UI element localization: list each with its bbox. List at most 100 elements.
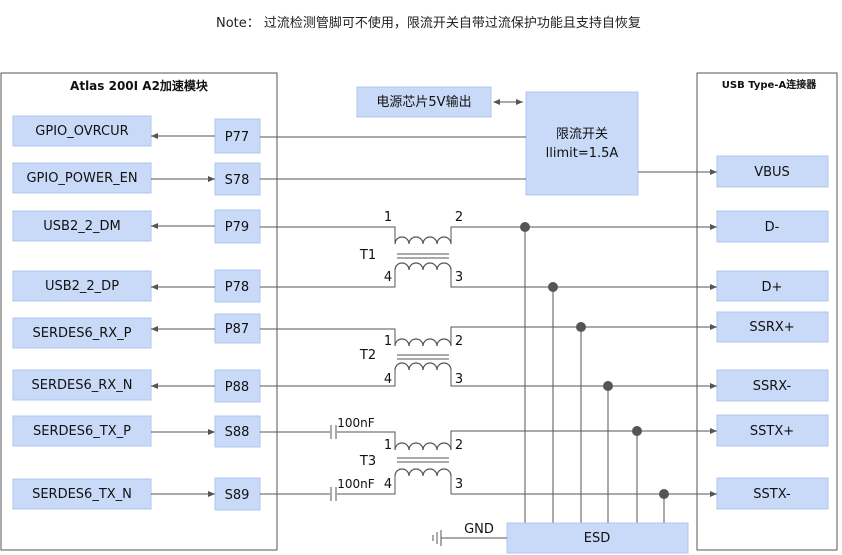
signal-label: SERDES6_RX_N <box>32 378 133 393</box>
esd-box <box>506 522 689 554</box>
coil <box>394 442 452 451</box>
pin-number: 1 <box>384 334 392 349</box>
junction-dot <box>659 489 669 499</box>
connector-pin-box <box>716 155 829 188</box>
signal-label: SERDES6_RX_P <box>32 326 131 341</box>
pin-number: 3 <box>455 372 463 387</box>
wire <box>260 370 396 387</box>
pin-number: 3 <box>455 270 463 285</box>
left-signal-boxes: GPIO_OVRCUR GPIO_POWER_EN USB2_2_DM USB2… <box>12 115 152 510</box>
pin-label: S78 <box>225 173 250 188</box>
right-connector-title: USB Type-A连接器 <box>722 78 817 91</box>
wire <box>450 428 717 450</box>
transformer-t1: 1 2 4 3 T1 <box>260 210 717 290</box>
signal-label: SERDES6_TX_P <box>33 424 131 439</box>
pin-box <box>214 209 261 244</box>
connector-pin-box <box>716 477 829 510</box>
signal-label: GPIO_OVRCUR <box>35 124 128 139</box>
connector-pin-label: SSRX- <box>753 379 792 394</box>
connector-pin-box <box>716 270 829 302</box>
wire <box>450 370 717 389</box>
signal-box <box>12 162 152 194</box>
coil <box>394 362 452 371</box>
pin-number: 3 <box>455 477 463 492</box>
connector-pin-label: SSTX- <box>753 487 791 502</box>
wire <box>450 270 717 290</box>
esd-label: ESD <box>584 531 610 546</box>
signal-box <box>12 369 152 401</box>
power-source-box <box>356 86 492 118</box>
capacitor-label: 100nF <box>337 477 375 491</box>
wire <box>337 476 396 495</box>
pin-number: 2 <box>455 438 463 453</box>
limit-switch-current: llimit=1.5A <box>546 146 619 161</box>
note-text: Note： 过流检测管脚可不使用，限流开关自带过流保护功能且支持自恢复 <box>216 15 641 31</box>
power-source-label: 电源芯片5V输出 <box>376 94 471 110</box>
pin-number: 1 <box>384 438 392 453</box>
pin-label: S88 <box>225 425 250 440</box>
transformer-label: T2 <box>359 348 376 363</box>
connector-pin-box <box>716 311 829 343</box>
signal-box <box>12 115 152 147</box>
connector-pin-label: D- <box>765 220 780 235</box>
pin-number: 4 <box>384 372 392 387</box>
left-module-title: Atlas 200I A2加速模块 <box>70 78 209 93</box>
coil <box>394 338 452 347</box>
capacitor-label: 100nF <box>337 416 375 430</box>
wire <box>450 324 717 346</box>
left-arrows <box>151 133 215 497</box>
connector-pin-label: SSTX+ <box>750 424 794 439</box>
limit-switch-box <box>525 91 639 196</box>
signal-label: SERDES6_TX_N <box>32 487 132 502</box>
junction-dot <box>520 222 530 232</box>
pin-label: S89 <box>225 488 250 503</box>
wire <box>260 226 396 244</box>
coil <box>394 468 452 477</box>
pin-boxes: P77 S78 P79 P78 P87 P88 S88 S89 <box>214 118 261 511</box>
signal-label: USB2_2_DM <box>43 219 120 234</box>
wire <box>450 224 717 244</box>
pin-box <box>214 269 261 303</box>
transformer-label: T3 <box>359 454 376 469</box>
pin-label: P77 <box>225 130 249 145</box>
gnd-label: GND <box>464 522 494 537</box>
pin-box <box>214 118 261 154</box>
pin-number: 4 <box>384 270 392 285</box>
pin-label: P87 <box>225 322 249 337</box>
connector-pin-label: VBUS <box>754 165 790 180</box>
wire <box>337 431 396 450</box>
pin-box <box>214 477 261 511</box>
limit-switch-label: 限流开关 <box>556 127 608 142</box>
pin-label: P78 <box>225 280 249 295</box>
transformer-label: T1 <box>359 248 376 263</box>
connector-pin-label: SSRX+ <box>749 320 794 335</box>
signal-label: GPIO_POWER_EN <box>26 171 137 186</box>
wire <box>260 328 396 346</box>
coil <box>394 236 452 245</box>
signal-label: USB2_2_DP <box>45 279 119 294</box>
signal-box <box>12 210 152 242</box>
transformer-t2: 1 2 4 3 T2 <box>260 324 717 389</box>
signal-box <box>12 478 152 510</box>
connector-pin-label: D+ <box>762 280 783 295</box>
junction-dot <box>548 282 558 292</box>
junction-dot <box>632 426 642 436</box>
pin-label: P79 <box>225 220 249 235</box>
coil <box>394 262 452 271</box>
ground-icon <box>432 530 442 546</box>
junction-dot <box>576 322 586 332</box>
wire <box>450 476 717 497</box>
junction-dot <box>603 381 613 391</box>
pin-number: 1 <box>384 210 392 225</box>
pin-number: 4 <box>384 477 392 492</box>
pin-box <box>214 162 261 196</box>
esd-taps <box>520 222 669 523</box>
signal-box <box>12 317 152 349</box>
wire <box>260 270 396 288</box>
pin-box <box>214 369 261 403</box>
pin-number: 2 <box>455 210 463 225</box>
transformer-t3: 1 2 4 3 T3 100nF 100nF <box>260 416 717 501</box>
signal-box <box>12 415 152 447</box>
pin-label: P88 <box>225 380 249 395</box>
